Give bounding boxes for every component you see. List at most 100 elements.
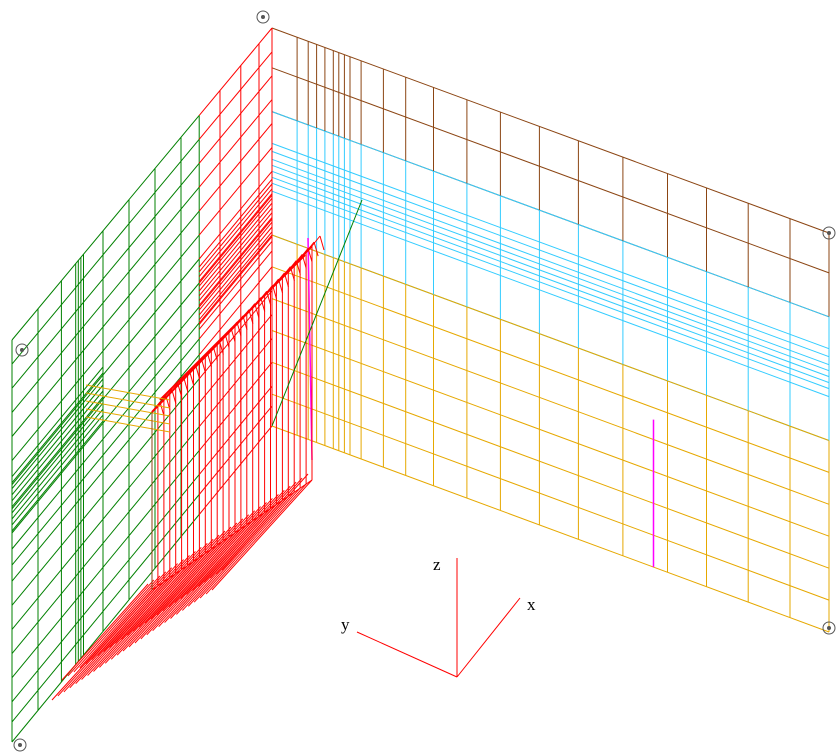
node-marker-ring (822, 226, 836, 240)
wall-grid-line (198, 188, 273, 277)
wall-grid-line (271, 234, 830, 441)
stiffener-line (162, 514, 250, 612)
brace-line (85, 392, 171, 409)
wall-grid-line (198, 240, 273, 330)
wall-grid-line (11, 396, 104, 508)
right-wall-mesh (271, 27, 830, 633)
wall-grid-line (198, 212, 273, 301)
wall-grid-line (11, 378, 104, 490)
highlight-line (307, 237, 313, 461)
wall-grid-line (198, 170, 273, 260)
wall-grid-line (11, 258, 200, 486)
stiffener-line (150, 522, 238, 620)
red-structure-mesh (51, 199, 363, 701)
wall-grid-line (271, 182, 830, 390)
stiffener-line (192, 494, 279, 591)
wall-grid-line (198, 51, 273, 140)
stiffener-line (114, 546, 202, 644)
brace-line (85, 416, 171, 433)
wall-grid-line (11, 378, 200, 606)
stiffener-line (73, 575, 161, 673)
wall-grid-line (198, 234, 273, 324)
wall-grid-line (11, 322, 200, 550)
wall-grid-line (271, 361, 830, 569)
wall-grid-line (11, 408, 104, 520)
stiffener-line (180, 502, 267, 599)
wall-grid-line (271, 170, 830, 378)
stiffener-line (144, 526, 232, 624)
wall-grid-line (271, 425, 830, 633)
node-marker-dot (18, 743, 22, 747)
stiffener-line (215, 477, 303, 575)
wall-grid-line (198, 218, 273, 308)
wall-grid-line (271, 164, 830, 372)
stiffener-line (313, 241, 319, 257)
stiffener-line (85, 567, 173, 665)
wall-grid-line (271, 67, 830, 274)
stiffener-line (156, 518, 244, 616)
wall-grid-line (11, 282, 200, 510)
wall-grid-line (271, 266, 830, 473)
node-marker-icon (822, 621, 836, 635)
wall-grid-line (198, 183, 273, 273)
wall-grid-line (198, 202, 273, 292)
node-marker-icon (13, 738, 27, 752)
stiffener-line (151, 479, 313, 591)
wall-grid-line (198, 123, 273, 212)
wall-grid-line (198, 27, 273, 116)
stiffener-line (203, 485, 291, 583)
node-marker-dot (20, 348, 24, 352)
wall-grid-line (198, 221, 273, 311)
stiffener-line (67, 579, 155, 677)
wall-grid-line (198, 197, 273, 287)
wall-grid-line (11, 162, 200, 389)
y-axis-line (356, 631, 458, 678)
node-marker-icon (15, 343, 29, 357)
brace-line (85, 408, 171, 425)
wall-grid-line (11, 474, 200, 703)
wall-grid-line (11, 414, 104, 526)
stiffener-line (186, 498, 273, 595)
node-marker-ring (13, 738, 27, 752)
wall-grid-line (11, 402, 104, 514)
node-marker-dot (827, 626, 831, 630)
z-axis-label: z (433, 555, 441, 574)
x-axis-line (456, 597, 521, 678)
wall-grid-line (11, 426, 200, 654)
wall-grid-line (271, 393, 830, 601)
wall-grid-line (198, 231, 273, 321)
wall-grid-line (11, 420, 104, 532)
wall-grid-line (11, 384, 104, 496)
stiffener-line (138, 530, 226, 628)
wall-grid-line (11, 450, 200, 679)
brace-line (85, 384, 171, 401)
wall-grid-line (198, 266, 273, 356)
brace-line (85, 400, 171, 417)
stiffener-line (109, 551, 196, 648)
stiffener-line (221, 473, 309, 571)
wall-grid-line (271, 158, 830, 366)
stiffener-line (168, 510, 256, 608)
wall-grid-line (271, 150, 830, 358)
wall-grid-line (271, 176, 830, 384)
stiffener-line (311, 235, 321, 247)
left-wall-mesh (11, 27, 273, 743)
x-axis-label: x (527, 595, 536, 614)
wall-grid-line (11, 372, 104, 484)
wall-grid-line (11, 338, 200, 566)
wall-grid-line (198, 75, 273, 164)
node-marker-ring (822, 621, 836, 635)
wall-grid-line (271, 27, 830, 234)
y-axis-label: y (341, 615, 350, 634)
stiffener-line (79, 571, 167, 669)
stiffener-line (132, 534, 220, 632)
node-marker-ring (256, 10, 270, 24)
wall-grid-line (271, 298, 830, 505)
stiffener-line (61, 583, 149, 681)
stiffener-line (174, 506, 261, 603)
stiffener-line (193, 491, 295, 603)
wall-grid-line (271, 330, 830, 537)
axis-triad: z y x (341, 555, 536, 678)
